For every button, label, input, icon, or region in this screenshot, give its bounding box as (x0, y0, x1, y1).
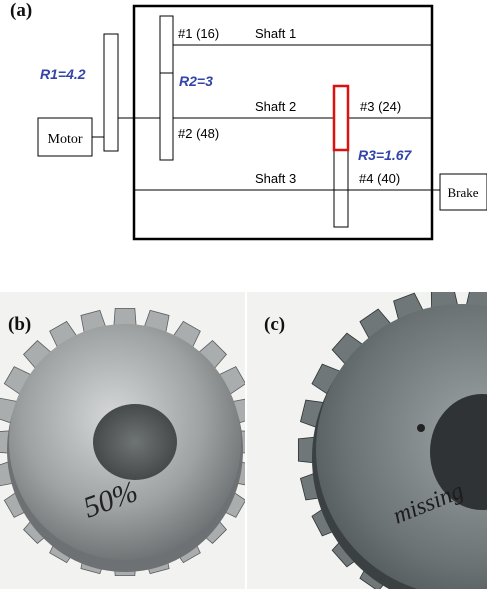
input-gear (104, 34, 118, 151)
ratio-r2: R2=3 (179, 73, 213, 89)
gear-c-image: missing (247, 292, 487, 589)
photo-gear-c: missing (247, 292, 487, 589)
gear-b-image: 50% (0, 292, 245, 589)
brake-label: Brake (447, 185, 478, 200)
gear-4-label: #4 (40) (359, 171, 400, 186)
gear-1-2-stack (160, 16, 173, 160)
gear-4 (334, 149, 348, 227)
shaft-1-label: Shaft 1 (255, 26, 296, 41)
shaft-3-label: Shaft 3 (255, 171, 296, 186)
gear-1-label: #1 (16) (178, 26, 219, 41)
ratio-r1: R1=4.2 (40, 66, 86, 82)
shaft-2-label: Shaft 2 (255, 99, 296, 114)
gear-3-highlighted (334, 86, 348, 150)
gear-b-bore (93, 404, 177, 480)
gearbox-schematic: Motor R1=4.2 #1 (16) Shaft 1 R2=3 Shaft … (0, 0, 487, 250)
photo-gear-b: 50% (0, 292, 245, 589)
panel-b-label: (b) (8, 314, 31, 336)
panel-c-label: (c) (264, 314, 285, 336)
gear-c-hole (417, 424, 425, 432)
gear-3-label: #3 (24) (360, 99, 401, 114)
gear-2-label: #2 (48) (178, 126, 219, 141)
ratio-r3: R3=1.67 (358, 147, 413, 163)
motor-label: Motor (48, 132, 83, 147)
